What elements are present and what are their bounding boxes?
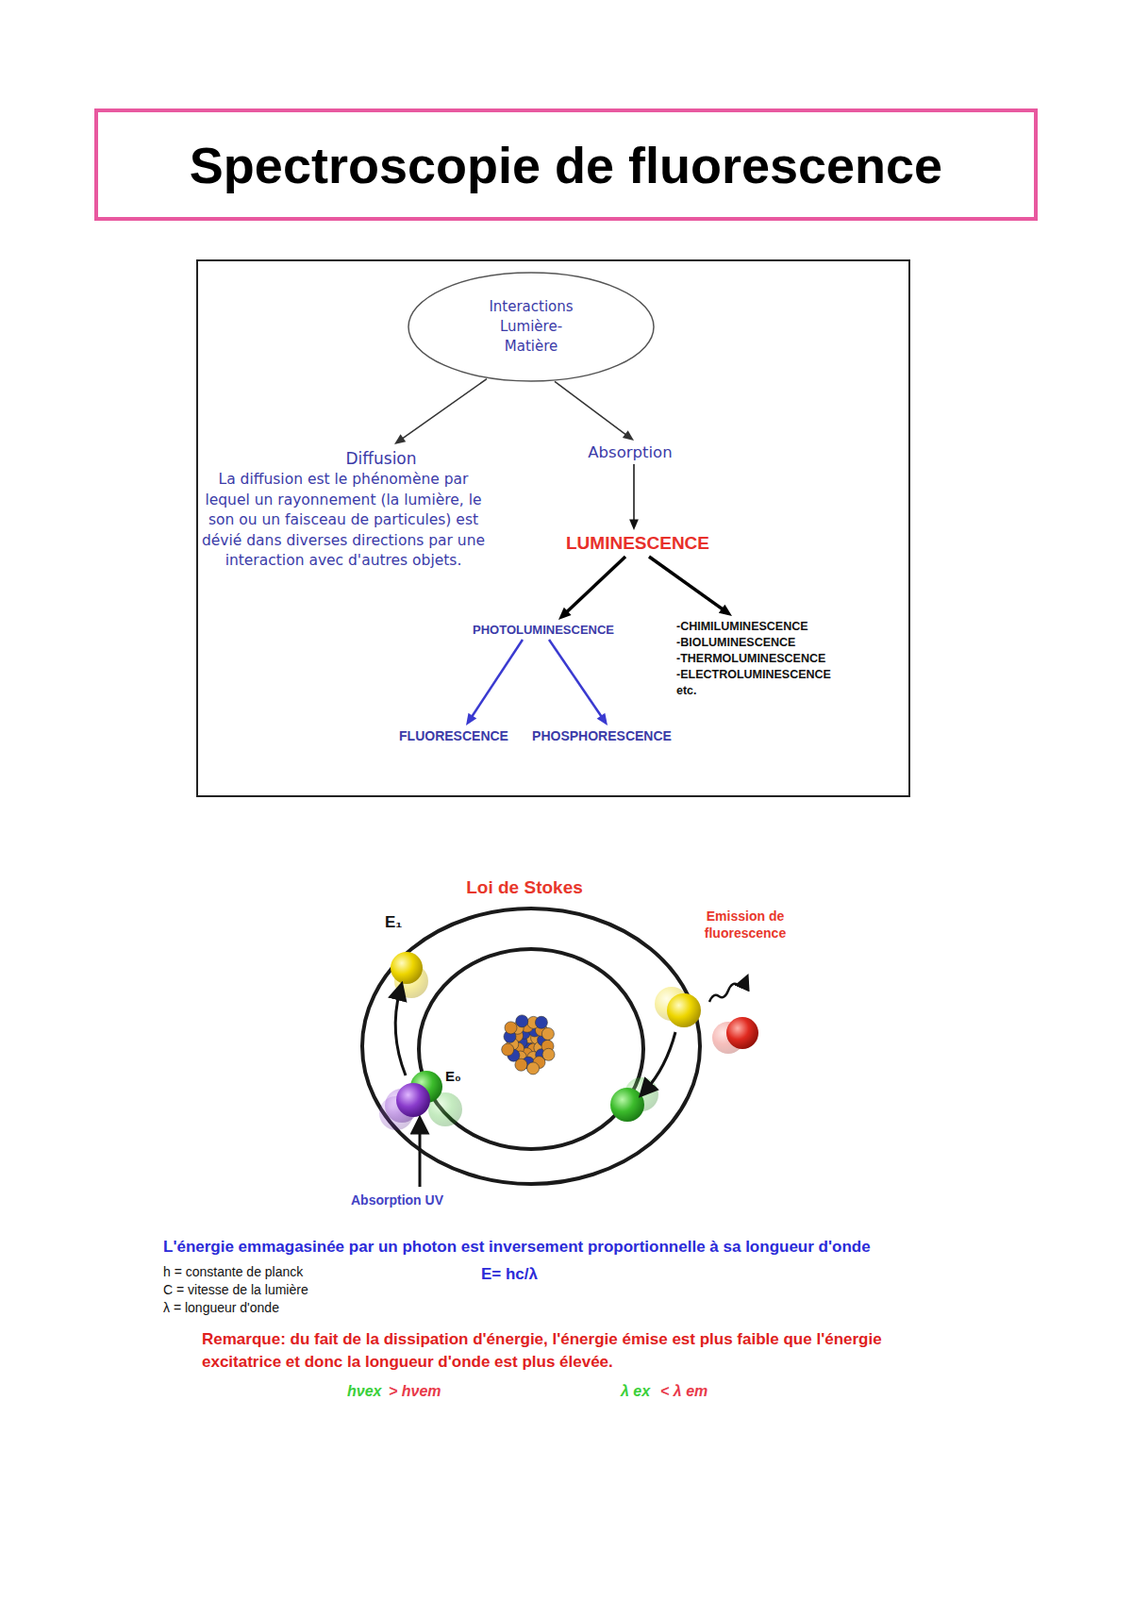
- atom-drawing: [362, 908, 759, 1187]
- node-label: LUMINESCENCE: [566, 532, 710, 554]
- ellipse-shape: [408, 272, 654, 382]
- arrowhead: [629, 518, 639, 531]
- connector: [466, 639, 523, 726]
- arrowhead: [394, 433, 406, 445]
- electron-excited: [666, 993, 701, 1028]
- electron-excited: [390, 951, 423, 984]
- connector: [629, 464, 639, 531]
- text-node: PHOTOLUMINESCENCE: [472, 622, 615, 637]
- title: Spectroscopie de fluorescence: [189, 135, 943, 195]
- connector-line: [471, 639, 523, 717]
- nucleon: [534, 1015, 548, 1029]
- node-label: -CHIMILUMINESCENCE: [676, 618, 832, 635]
- text-node: DiffusionLa diffusion est le phénomène p…: [196, 447, 491, 572]
- nucleon: [515, 1058, 528, 1071]
- nucleon: [516, 1015, 529, 1028]
- text-node: LUMINESCENCE: [566, 532, 710, 554]
- text-node: Absorption: [587, 443, 672, 462]
- node-text: La diffusion est le phénomène par lequel…: [196, 469, 491, 572]
- connector: [558, 556, 626, 620]
- arrowhead: [622, 430, 634, 441]
- arrowhead: [466, 713, 477, 726]
- connector-line: [649, 556, 724, 610]
- node-label: PHOTOLUMINESCENCE: [472, 622, 615, 637]
- node-text: etc.: [676, 682, 832, 700]
- inner-orbit: [418, 948, 644, 1149]
- statement: L'énergie emmagasinée par un photon est …: [163, 1237, 871, 1257]
- nucleon: [527, 1062, 540, 1075]
- node-label: PHOSPHORESCENCE: [532, 728, 672, 744]
- nucleus: [501, 1015, 555, 1075]
- connector-line: [554, 381, 627, 435]
- energy-level: E₀: [445, 1067, 462, 1084]
- connector: [549, 639, 608, 726]
- formula-part: hνex: [347, 1382, 382, 1400]
- excitation-arrow: [395, 990, 406, 1076]
- node-label: Interactions Lumière- Matière: [482, 297, 582, 357]
- emission-wave: [709, 981, 746, 1002]
- formula-part: < λ em: [660, 1382, 708, 1400]
- node-label: Absorption: [587, 443, 672, 462]
- list-node: -CHIMILUMINESCENCE-BIOLUMINESCENCE-THERM…: [676, 618, 832, 700]
- remark: Remarque: du fait de la dissipation d'én…: [201, 1328, 900, 1374]
- nucleon: [542, 1048, 555, 1061]
- arrowhead: [558, 607, 572, 620]
- electron-ground: [610, 1087, 645, 1122]
- formula-part: > hνem: [388, 1382, 442, 1400]
- text-node: FLUORESCENCE: [399, 728, 509, 744]
- title-box: Spectroscopie de fluorescence: [94, 108, 1038, 221]
- ellipse-node: Interactions Lumière- Matière: [406, 270, 656, 383]
- nucleon: [504, 1021, 517, 1034]
- connector-line: [632, 464, 635, 521]
- legend-note: h = constante de planck: [163, 1264, 303, 1280]
- connector: [649, 556, 733, 616]
- formula-part: λ ex: [620, 1382, 650, 1400]
- node-label: Diffusion: [196, 447, 491, 470]
- text-node: PHOSPHORESCENCE: [532, 728, 672, 744]
- arrowhead: [597, 713, 608, 726]
- frame: [197, 260, 910, 797]
- nucleon: [501, 1043, 515, 1056]
- uv-arrow: [418, 1124, 422, 1187]
- node-text: -THERMOLUMINESCENCE: [676, 650, 832, 667]
- relaxation-arrow: [645, 1032, 676, 1091]
- nucleon: [541, 1027, 554, 1040]
- callout: Emission de fluorescence: [692, 907, 799, 942]
- connector-line: [401, 379, 487, 440]
- emitted-photon: [726, 1016, 759, 1049]
- electron-absorbing: [396, 1082, 431, 1117]
- legend-note: C = vitesse de la lumière: [163, 1281, 309, 1298]
- callout: Absorption UV: [349, 1191, 445, 1209]
- arrowhead: [718, 604, 733, 616]
- connector-line: [549, 639, 602, 717]
- legend-note: λ = longueur d'onde: [163, 1299, 280, 1316]
- connector: [554, 381, 634, 441]
- figure-title: Loi de Stokes: [466, 877, 583, 899]
- node-label: FLUORESCENCE: [399, 728, 509, 744]
- formula: E= hc/λ: [481, 1265, 538, 1284]
- node-text: -BIOLUMINESCENCE: [676, 634, 832, 651]
- connector-line: [566, 556, 626, 613]
- node-text: -ELECTROLUMINESCENCE: [676, 666, 832, 683]
- outer-orbit: [362, 908, 700, 1184]
- connector: [394, 379, 487, 445]
- energy-level: E₁: [384, 913, 402, 933]
